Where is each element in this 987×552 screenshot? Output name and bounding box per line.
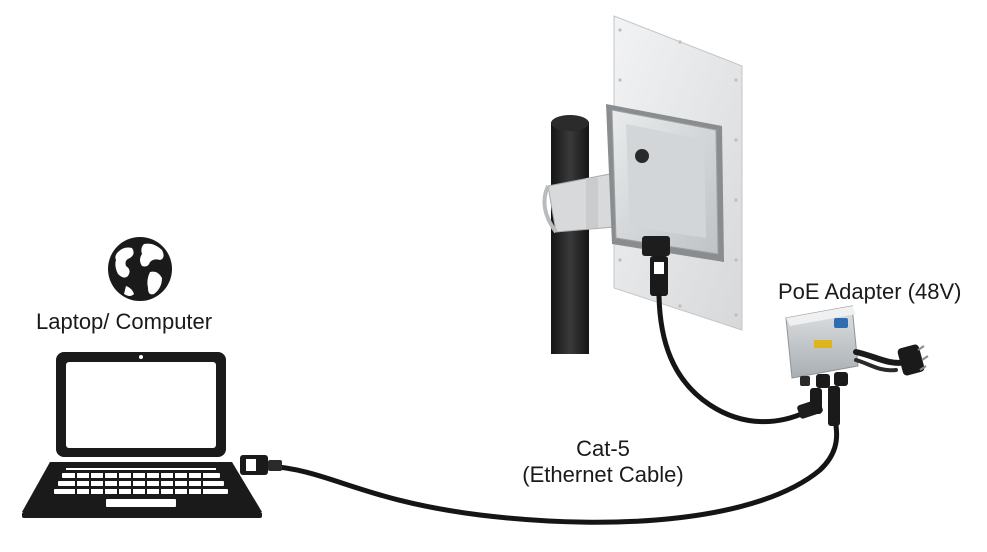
laptop-label: Laptop/ Computer [36,309,213,334]
laptop-icon [22,352,262,518]
ethernet-cable-icon [240,423,840,525]
globe-icon [108,237,172,301]
antenna-radio-icon [542,15,743,331]
power-plug-icon [853,344,929,376]
pole-icon [551,115,589,354]
cable-label-line2: (Ethernet Cable) [522,462,684,488]
cable-label-line1: Cat-5 [576,436,630,461]
cable-label: Cat-5 (Ethernet Cable) [510,436,696,489]
poe-adapter-label: PoE Adapter (48V) [778,279,962,304]
poe-adapter-icon [785,305,859,426]
